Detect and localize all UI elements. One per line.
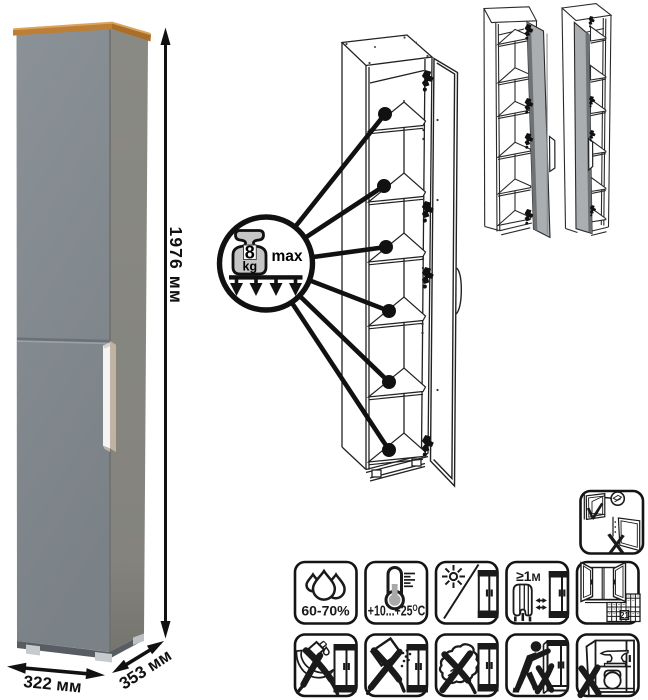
svg-text:≥1М: ≥1М xyxy=(516,568,541,584)
svg-text:60-70%: 60-70% xyxy=(301,603,350,619)
svg-text:max: max xyxy=(272,248,303,265)
svg-text:322 мм: 322 мм xyxy=(23,672,83,696)
svg-text:kg: kg xyxy=(243,260,258,274)
svg-text:+10...+25OC: +10...+25OC xyxy=(368,603,425,619)
svg-text:21: 21 xyxy=(620,611,629,620)
svg-text:1976 мм: 1976 мм xyxy=(166,227,186,304)
svg-text:8: 8 xyxy=(245,242,255,262)
